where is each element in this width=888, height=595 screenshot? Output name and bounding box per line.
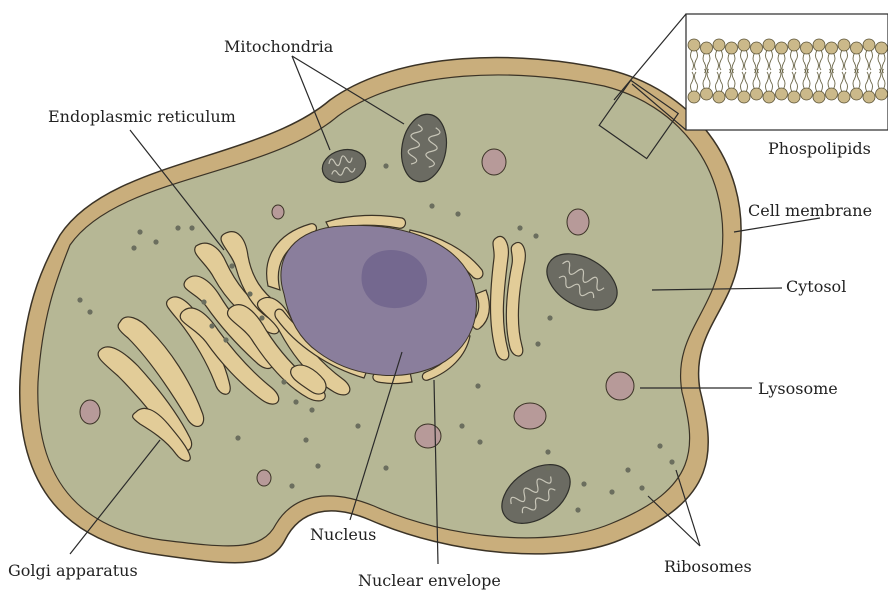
ribosome xyxy=(575,507,580,512)
lipid-head xyxy=(713,39,725,51)
label-lysosome: Lysosome xyxy=(758,379,838,398)
ribosome xyxy=(383,465,388,470)
label-cell-membrane: Cell membrane xyxy=(748,201,872,220)
ribosome xyxy=(175,225,180,230)
ribosome xyxy=(189,225,194,230)
ribosome xyxy=(223,337,228,342)
lipid-head xyxy=(726,42,738,54)
ribosome xyxy=(639,485,644,490)
ribosome xyxy=(657,443,662,448)
ribosome xyxy=(355,423,360,428)
label-mitochondria: Mitochondria xyxy=(224,37,334,56)
lipid-head xyxy=(738,39,750,51)
lipid-head xyxy=(851,88,863,100)
vesicle xyxy=(415,424,441,448)
label-phospholipids: Phospolipids xyxy=(768,139,871,158)
vesicle xyxy=(80,400,100,424)
vesicle xyxy=(257,470,271,486)
vesicle xyxy=(567,209,589,235)
label-cytosol: Cytosol xyxy=(786,277,846,296)
lipid-head xyxy=(688,39,700,51)
ribosome xyxy=(247,291,252,296)
ribosome xyxy=(477,439,482,444)
vesicle xyxy=(272,205,284,219)
vesicle xyxy=(514,403,546,429)
ribosome xyxy=(455,211,460,216)
lipid-head xyxy=(876,42,888,54)
lipid-head xyxy=(826,88,838,100)
lipid-head xyxy=(801,88,813,100)
ribosome xyxy=(383,163,388,168)
ribosome xyxy=(137,229,142,234)
vesicle xyxy=(482,149,506,175)
ribosome xyxy=(131,245,136,250)
lipid-head xyxy=(726,88,738,100)
lipid-head xyxy=(876,88,888,100)
ribosome xyxy=(309,407,314,412)
lipid-head xyxy=(851,42,863,54)
ribosome xyxy=(259,315,264,320)
ribosome xyxy=(87,309,92,314)
ribosome xyxy=(625,467,630,472)
lipid-head xyxy=(763,39,775,51)
ribosome xyxy=(289,483,294,488)
ribosome xyxy=(545,465,550,470)
lipid-head xyxy=(751,42,763,54)
lipid-head xyxy=(826,42,838,54)
ribosome xyxy=(459,423,464,428)
ribosome xyxy=(281,379,286,384)
lipid-head xyxy=(763,91,775,103)
ribosome xyxy=(201,299,206,304)
lipid-head xyxy=(701,88,713,100)
lipid-head xyxy=(813,39,825,51)
label-endoplasmic-reticulum: Endoplasmic reticulum xyxy=(48,107,236,126)
lipid-head xyxy=(788,91,800,103)
ribosome xyxy=(315,463,320,468)
lipid-head xyxy=(801,42,813,54)
lipid-head xyxy=(688,91,700,103)
lipid-head xyxy=(738,91,750,103)
ribosome xyxy=(545,449,550,454)
lipid-head xyxy=(838,39,850,51)
lipid-head xyxy=(701,42,713,54)
label-nucleus: Nucleus xyxy=(310,525,376,544)
ribosome xyxy=(547,315,552,320)
ribosome xyxy=(475,383,480,388)
ribosome xyxy=(235,435,240,440)
ribosome xyxy=(303,437,308,442)
ribosome xyxy=(209,323,214,328)
lipid-head xyxy=(813,91,825,103)
lipid-head xyxy=(751,88,763,100)
label-nuclear-envelope: Nuclear envelope xyxy=(358,571,501,590)
lipid-head xyxy=(838,91,850,103)
lipid-head xyxy=(776,42,788,54)
ribosome xyxy=(535,341,540,346)
lipid-head xyxy=(788,39,800,51)
ribosome xyxy=(669,459,674,464)
ribosome xyxy=(609,489,614,494)
label-ribosomes: Ribosomes xyxy=(664,557,752,576)
ribosome xyxy=(429,203,434,208)
ribosome xyxy=(533,233,538,238)
ribosome xyxy=(153,239,158,244)
ribosome xyxy=(293,399,298,404)
label-golgi-apparatus: Golgi apparatus xyxy=(8,561,138,580)
lipid-head xyxy=(863,91,875,103)
ribosome xyxy=(229,263,234,268)
ribosome xyxy=(581,481,586,486)
ribosome xyxy=(517,225,522,230)
lipid-head xyxy=(713,91,725,103)
lipid-head xyxy=(863,39,875,51)
ribosome xyxy=(77,297,82,302)
lysosome xyxy=(606,372,634,400)
lipid-head xyxy=(776,88,788,100)
